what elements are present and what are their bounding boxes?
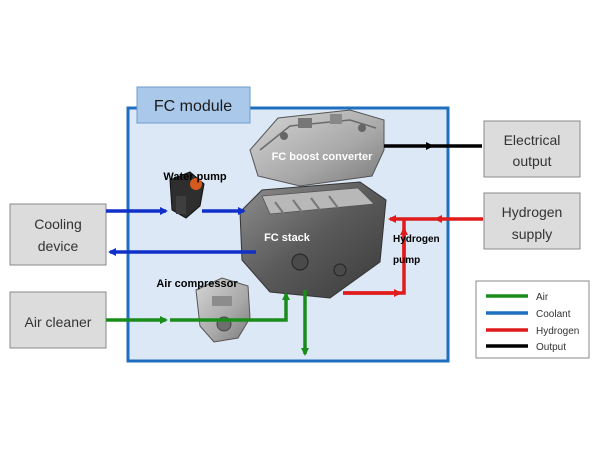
legend-label-air: Air <box>536 292 549 303</box>
fc-stack-label: FC stack <box>264 232 311 244</box>
fc-boost-converter-label: FC boost converter <box>272 151 374 163</box>
electrical-output-label-line1: Electrical <box>504 132 561 148</box>
legend-label-output: Output <box>536 342 566 353</box>
air-cleaner-label: Air cleaner <box>25 314 92 330</box>
fc-module-title: FC module <box>154 98 232 115</box>
hydrogen-supply-box: Hydrogen supply <box>483 192 581 250</box>
fc-module-title-tab <box>136 86 251 124</box>
electrical-output-box: Electrical output <box>483 120 581 178</box>
legend-label-hydrogen: Hydrogen <box>536 326 579 337</box>
water-pump-image <box>169 171 205 219</box>
cooling-device-label-line2: device <box>38 238 79 254</box>
air-compressor-label: Air compressor <box>156 278 238 290</box>
hydrogen-supply-label-line1: Hydrogen <box>502 204 563 220</box>
hydrogen-pump-label-line2: pump <box>393 255 420 266</box>
hydrogen-supply-label-line2: supply <box>512 226 552 242</box>
air-cleaner-box: Air cleaner <box>9 291 107 349</box>
fc-stack-image <box>239 181 387 299</box>
cooling-device-label-line1: Cooling <box>34 216 81 232</box>
water-pump-label: Water pump <box>163 171 226 183</box>
air-compressed-line <box>170 292 290 322</box>
fc-boost-converter-image <box>249 109 385 187</box>
electrical-output-label-line2: output <box>513 153 552 169</box>
cooling-device-box: Cooling device <box>9 203 107 266</box>
hydrogen-pump-label-line1: Hydrogen <box>393 234 440 245</box>
legend-label-coolant: Coolant <box>536 309 571 320</box>
air-compressor-image <box>195 277 251 343</box>
legend: Air Coolant Hydrogen Output <box>475 280 590 359</box>
